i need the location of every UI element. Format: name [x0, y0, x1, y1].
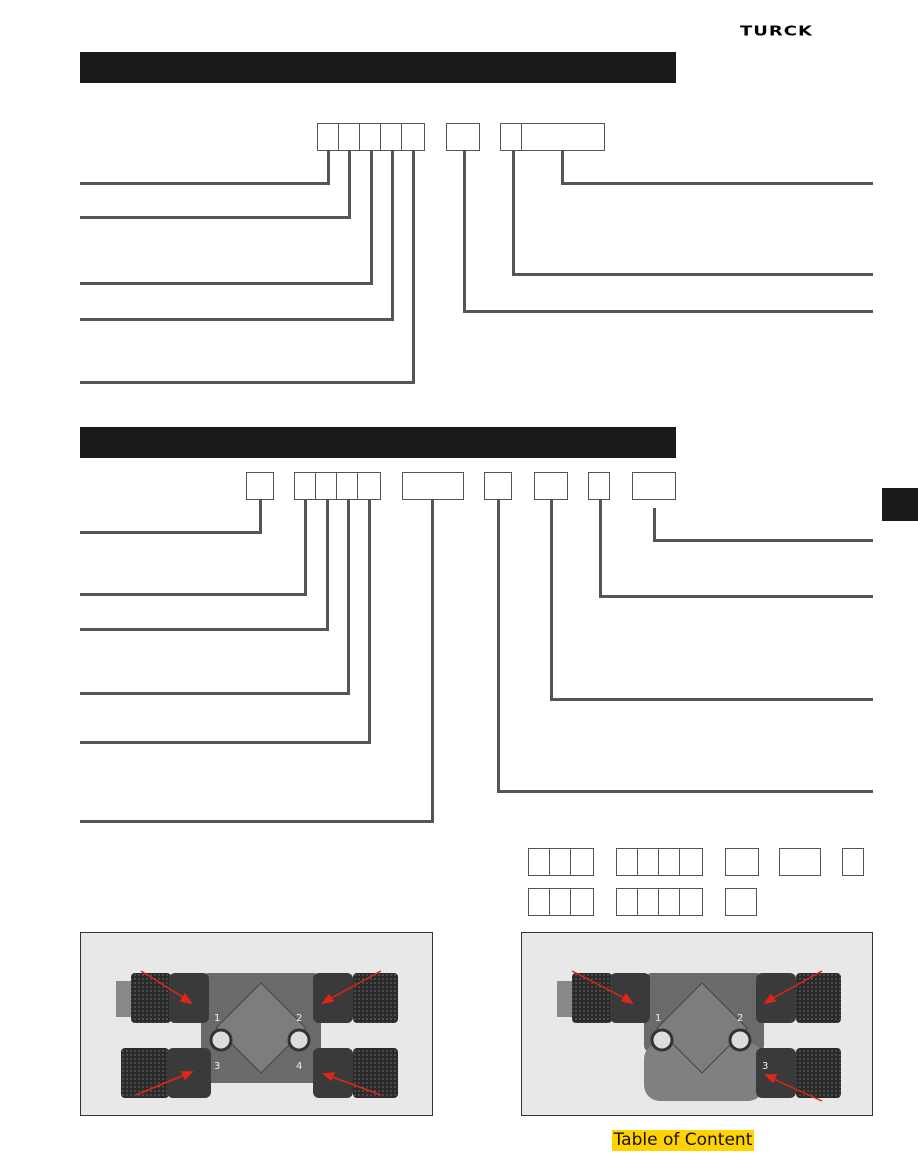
type-code-boxes-1 — [317, 123, 607, 151]
code-box — [317, 123, 339, 151]
code-box — [658, 888, 680, 916]
leader-line — [653, 508, 656, 542]
code-box — [357, 472, 381, 500]
code-box — [658, 848, 680, 876]
code-box — [616, 888, 638, 916]
leader-line — [497, 790, 873, 793]
4-port-splitter-photo: 1 2 3 4 — [80, 932, 433, 1116]
leader-line — [327, 151, 330, 185]
leader-line — [653, 539, 873, 542]
leader-line — [304, 500, 307, 596]
leader-line — [497, 500, 500, 793]
code-box — [679, 888, 703, 916]
code-box — [549, 848, 571, 876]
leader-line — [80, 282, 373, 285]
leader-line — [326, 500, 329, 631]
port-number: 1 — [655, 1013, 661, 1024]
code-box — [521, 123, 605, 151]
code-box — [246, 472, 274, 500]
code-box — [401, 123, 425, 151]
leader-line — [561, 182, 873, 185]
port-number: 1 — [214, 1013, 220, 1024]
port-number: 4 — [296, 1061, 302, 1072]
red-arrow-icon — [135, 970, 382, 1096]
code-box — [779, 848, 821, 876]
example-code-row-2 — [528, 888, 768, 916]
leader-line — [80, 820, 434, 823]
leader-line — [80, 593, 307, 596]
leader-line — [80, 531, 262, 534]
leader-line — [80, 381, 415, 384]
code-box — [549, 888, 571, 916]
leader-line — [368, 500, 371, 744]
port-number: 2 — [737, 1013, 743, 1024]
code-box — [616, 848, 638, 876]
code-box — [570, 848, 594, 876]
leader-line — [550, 698, 873, 701]
leader-line — [512, 273, 873, 276]
code-box — [679, 848, 703, 876]
leader-line — [463, 310, 873, 313]
code-box — [570, 888, 594, 916]
splitter-illustration-3port: 1 2 3 — [557, 970, 841, 1102]
code-box — [338, 123, 360, 151]
port-number: 3 — [762, 1061, 768, 1072]
code-box — [637, 888, 659, 916]
code-box — [402, 472, 464, 500]
leader-line — [80, 318, 394, 321]
code-box — [484, 472, 512, 500]
leader-line — [599, 595, 873, 598]
leader-line — [80, 182, 330, 185]
leader-line — [463, 151, 466, 313]
turck-logo: TURCK — [740, 23, 813, 39]
leader-line — [80, 628, 329, 631]
splitter-illustration-4port: 1 2 3 4 — [116, 970, 398, 1098]
red-arrow-icon — [571, 970, 823, 1102]
code-box — [359, 123, 381, 151]
code-box — [294, 472, 316, 500]
code-box — [632, 472, 676, 500]
section-header-bar-1 — [80, 52, 676, 83]
leader-line — [347, 500, 350, 695]
section-header-bar-2 — [80, 427, 676, 458]
code-box — [725, 848, 759, 876]
port-number: 3 — [214, 1061, 220, 1072]
code-box — [528, 848, 550, 876]
leader-line — [80, 692, 350, 695]
example-code-row-1 — [528, 848, 868, 876]
leader-line — [512, 151, 515, 276]
leader-line — [348, 151, 351, 219]
port-number: 2 — [296, 1013, 302, 1024]
leader-line — [80, 216, 351, 219]
code-box — [446, 123, 480, 151]
3-port-splitter-photo: 1 2 3 — [521, 932, 873, 1116]
chapter-side-tab — [882, 488, 918, 521]
leader-line — [391, 151, 394, 321]
code-box — [500, 123, 522, 151]
code-box — [842, 848, 864, 876]
leader-line — [80, 741, 371, 744]
leader-line — [259, 500, 262, 534]
code-box — [637, 848, 659, 876]
code-box — [336, 472, 358, 500]
leader-line — [550, 500, 553, 701]
code-box — [315, 472, 337, 500]
leader-line — [599, 500, 602, 598]
code-box — [380, 123, 402, 151]
leader-line — [431, 500, 434, 823]
leader-line — [370, 151, 373, 285]
type-code-boxes-2 — [246, 472, 676, 500]
leader-line — [561, 151, 564, 185]
leader-line — [412, 151, 415, 384]
code-box — [725, 888, 757, 916]
code-box — [528, 888, 550, 916]
code-box — [588, 472, 610, 500]
table-of-content-link[interactable]: Table of Content — [612, 1130, 754, 1151]
code-box — [534, 472, 568, 500]
